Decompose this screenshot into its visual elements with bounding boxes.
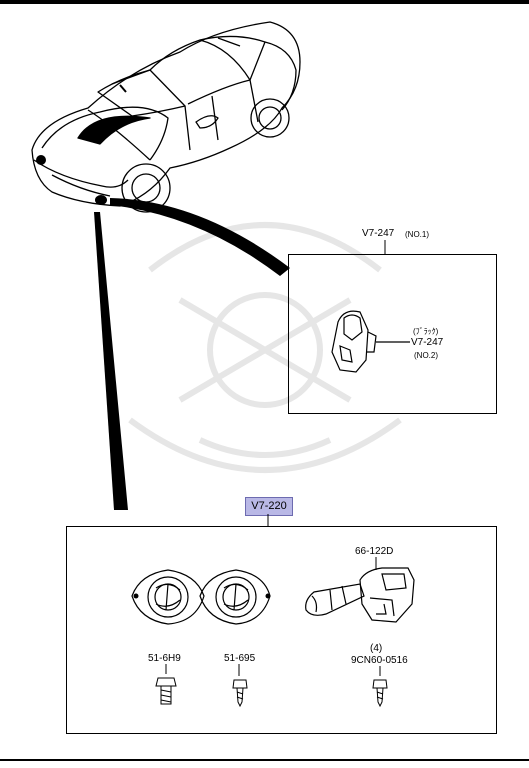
top-rule xyxy=(0,0,529,4)
relay-side-jp: (ﾌﾞﾗｯｸ) xyxy=(413,327,439,336)
bolt-2-callout: 51-695 xyxy=(224,653,256,664)
switch-callout: 66-122D xyxy=(355,546,394,557)
bottom-rule xyxy=(0,759,529,761)
bolt-1-callout: 51-6H9 xyxy=(148,653,181,664)
bolt-3-callout: 9CN60-0516 xyxy=(351,655,408,666)
relay-side-callout: V7-247 xyxy=(411,337,444,348)
bolt-3-qty: (4) xyxy=(370,643,383,654)
relay-top-callout: V7-247 xyxy=(362,228,395,239)
relay-detail-box xyxy=(288,254,497,414)
relay-side-note: (NO.2) xyxy=(414,351,438,360)
group-tag-v7-220[interactable]: V7-220 xyxy=(245,497,293,516)
parts-detail-box xyxy=(66,526,497,734)
relay-top-note: (NO.1) xyxy=(405,230,429,239)
